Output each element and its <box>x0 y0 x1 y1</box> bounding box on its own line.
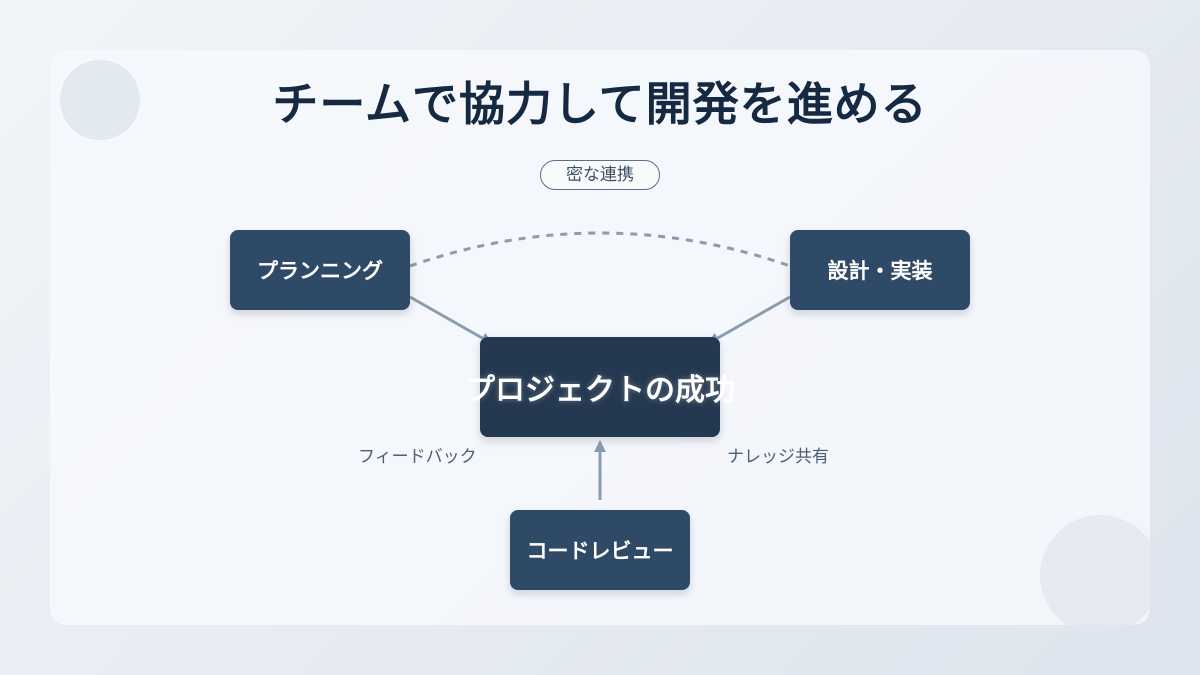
node-code-review: コードレビュー <box>510 510 690 590</box>
dashed-link-planning-design <box>409 231 791 268</box>
arrow-design-to-center <box>707 295 791 345</box>
decorative-circle-bottom-right <box>1040 515 1160 635</box>
top-link-label: 密な連携 <box>540 160 660 190</box>
edge-label-feedback: フィードバック <box>358 447 477 467</box>
diagram-title: チームで協力して開発を進める <box>272 77 928 131</box>
decorative-circle-top-left <box>60 60 140 140</box>
node-design-implementation: 設計・実装 <box>790 230 970 310</box>
node-project-success: プロジェクトの成功 <box>465 337 735 437</box>
edge-label-knowledge-sharing: ナレッジ共有 <box>727 447 829 467</box>
node-planning: プランニング <box>230 230 410 310</box>
arrow-planning-to-center <box>409 295 493 345</box>
